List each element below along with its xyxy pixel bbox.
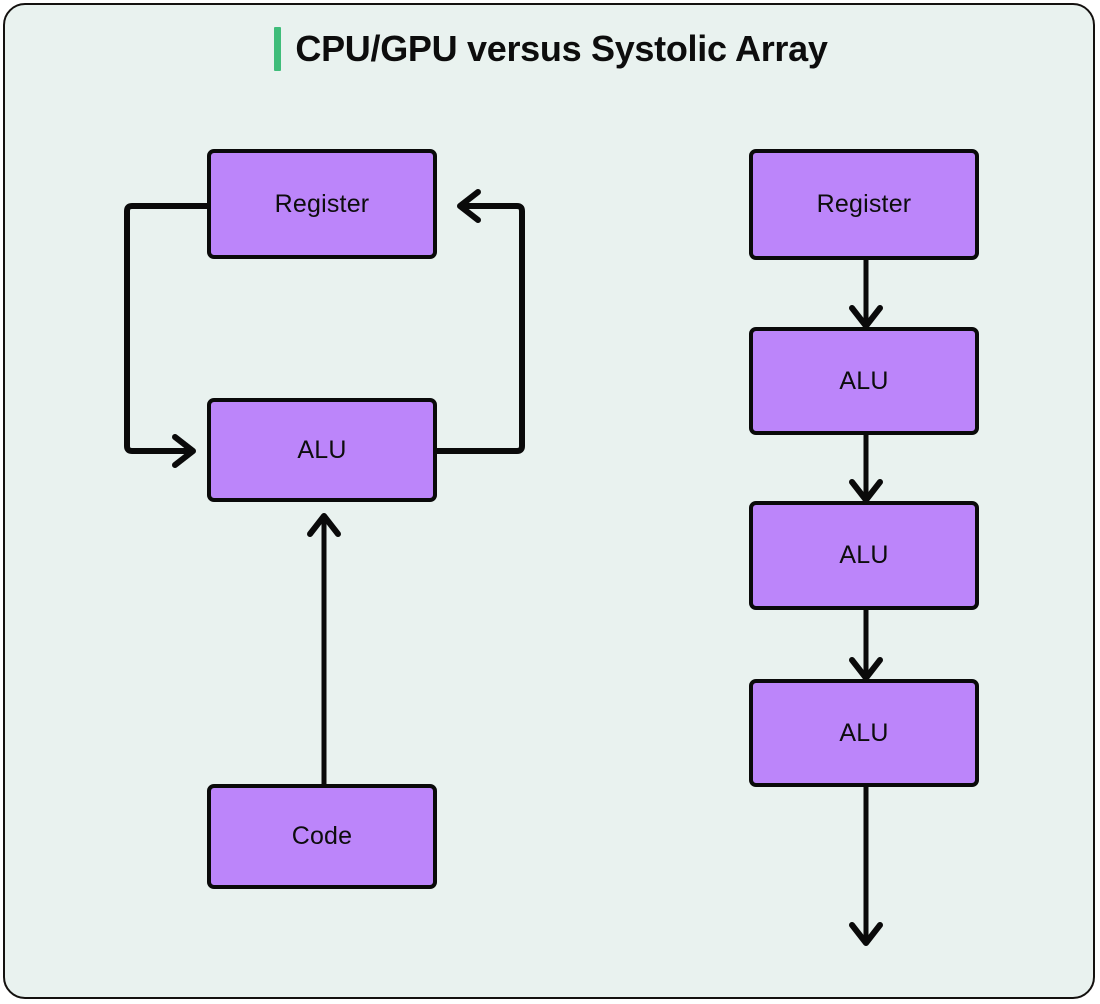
page-title-text: CPU/GPU versus Systolic Array (295, 28, 828, 69)
node-right-alu-1-label: ALU (839, 366, 889, 395)
arrowhead-right-alu-3-to-output (849, 922, 883, 946)
edge-left-alu-to-register (437, 203, 525, 454)
node-left-alu-label: ALU (297, 435, 347, 464)
node-left-code[interactable]: Code (207, 784, 437, 889)
arrowhead-left-alu-to-register (457, 189, 481, 223)
node-right-alu-3-label: ALU (839, 718, 889, 747)
edge-left-register-to-alu (124, 203, 209, 454)
node-left-code-label: Code (291, 822, 353, 850)
arrowhead-right-alu-2-to-alu-3 (849, 657, 883, 681)
node-right-alu-2[interactable]: ALU (749, 501, 979, 610)
arrowhead-left-code-to-alu (307, 513, 341, 537)
node-right-register-label: Register (816, 190, 912, 218)
title-accent-bar (274, 27, 282, 71)
arrowhead-right-register-to-alu-1 (849, 305, 883, 329)
node-right-register[interactable]: Register (749, 149, 979, 260)
node-left-register-label: Register (274, 189, 370, 218)
node-right-alu-2-label: ALU (839, 541, 889, 569)
node-left-register[interactable]: Register (207, 149, 437, 259)
diagram-canvas: Register ALU Code Register ALU ALU ALU (5, 5, 1093, 997)
page-title: CPU/GPU versus Systolic Array (5, 27, 1093, 71)
diagram-card: CPU/GPU versus Systolic Array (3, 3, 1095, 999)
node-right-alu-1[interactable]: ALU (749, 327, 979, 435)
node-left-alu[interactable]: ALU (207, 398, 437, 502)
arrowhead-left-register-to-alu (172, 434, 196, 468)
node-right-alu-3[interactable]: ALU (749, 679, 979, 787)
arrowhead-right-alu-1-to-alu-2 (849, 479, 883, 503)
